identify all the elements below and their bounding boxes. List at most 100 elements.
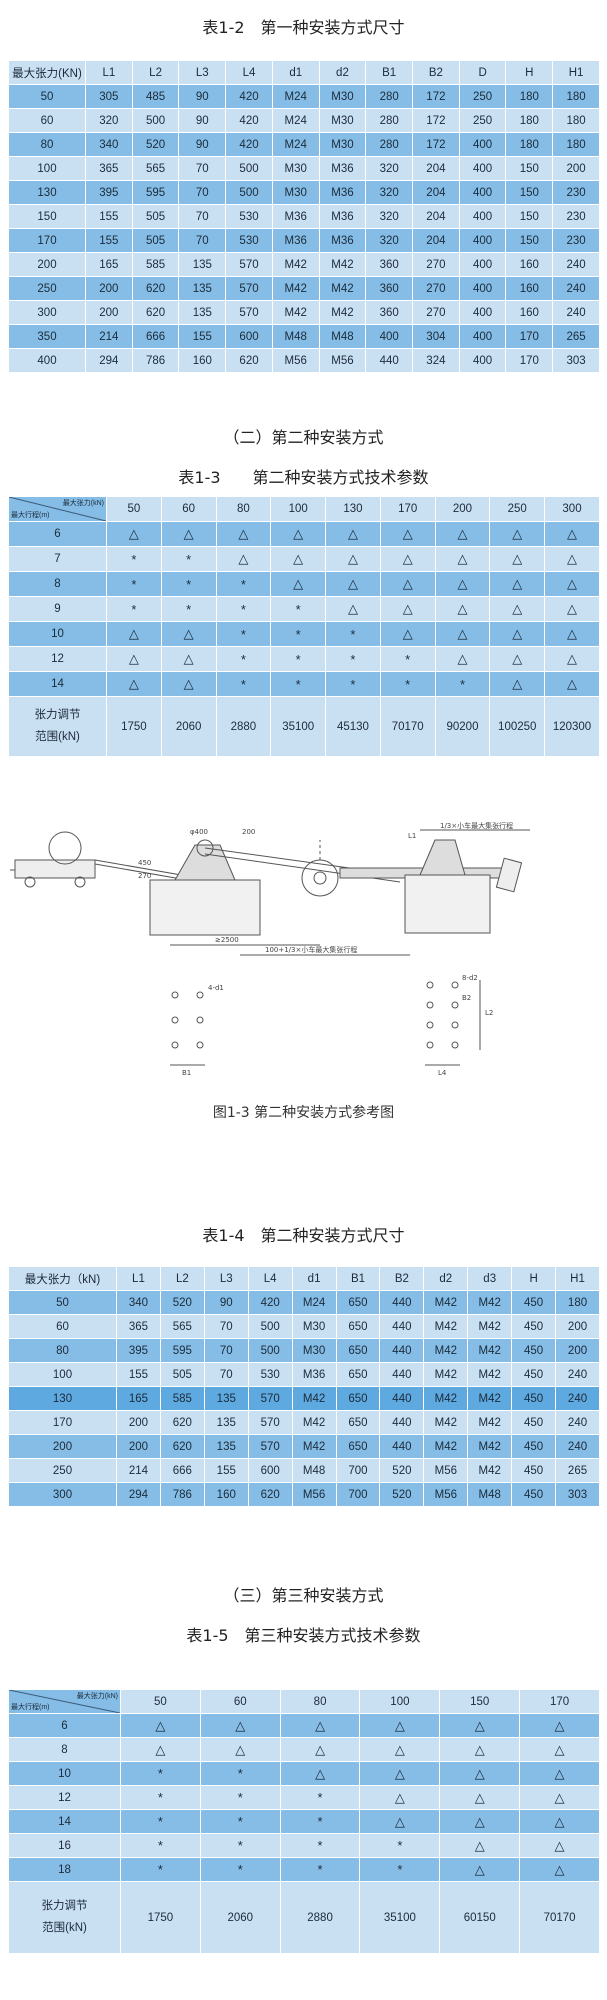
table-cell: 130 <box>8 180 86 205</box>
table-cell: 530 <box>225 228 273 253</box>
symbol-cell: △ <box>325 546 381 572</box>
table-cell: 240 <box>555 1362 600 1387</box>
header-cell: 50 <box>106 496 162 522</box>
footer-value: 35100 <box>359 1881 441 1954</box>
table-cell: M42 <box>423 1314 469 1339</box>
symbol-cell: △ <box>270 546 327 572</box>
table-cell: 520 <box>379 1458 425 1483</box>
symbol-cell: △ <box>160 521 217 547</box>
table-cell: 150 <box>505 228 554 253</box>
table-cell: 400 <box>458 276 507 301</box>
row-label: 14 <box>8 1809 121 1834</box>
corner-bottom-label: 最大行程(m) <box>11 1704 50 1711</box>
table-cell: 420 <box>225 108 273 133</box>
footer-value: 2060 <box>199 1881 281 1954</box>
row-label: 16 <box>8 1833 121 1858</box>
table-cell: 650 <box>335 1434 381 1459</box>
table-cell: 170 <box>505 324 554 349</box>
footer-value: 60150 <box>439 1881 521 1954</box>
table-cell: 400 <box>458 324 507 349</box>
header-cell: d3 <box>467 1266 513 1291</box>
header-cell: 300 <box>544 496 600 522</box>
symbol-cell: △ <box>434 646 491 672</box>
row-label: 8 <box>8 1737 121 1762</box>
table-cell: 420 <box>247 1290 293 1315</box>
table-cell: 400 <box>458 228 507 253</box>
table-cell: 620 <box>247 1482 293 1507</box>
table-cell: M36 <box>318 180 367 205</box>
table-cell: 265 <box>552 324 600 349</box>
symbol-cell: △ <box>519 1713 600 1738</box>
table-cell: 250 <box>8 276 86 301</box>
symbol-cell: △ <box>519 1809 600 1834</box>
row-label: 10 <box>8 621 107 647</box>
table-1-5-title: 表1-5 第三种安装方式技术参数 <box>186 1626 421 1645</box>
table-cell: M30 <box>291 1314 337 1339</box>
table-cell: 650 <box>335 1386 381 1411</box>
table-1-2-title: 表1-2 第一种安装方式尺寸 <box>202 18 405 37</box>
row-label: 6 <box>8 1713 121 1738</box>
table-cell: 450 <box>511 1290 557 1315</box>
table-cell: M56 <box>423 1482 469 1507</box>
table-cell: M42 <box>467 1386 513 1411</box>
table-cell: 565 <box>131 156 180 181</box>
table-cell: 100 <box>8 156 86 181</box>
symbol-cell: * <box>160 596 217 622</box>
table-cell: M56 <box>423 1458 469 1483</box>
table-cell: 365 <box>116 1314 161 1339</box>
symbol-cell: △ <box>215 521 272 547</box>
table-cell: M30 <box>318 132 367 157</box>
symbol-cell: △ <box>120 1713 201 1738</box>
table-cell: 100 <box>8 1362 117 1387</box>
header-cell: H <box>511 1266 557 1291</box>
symbol-cell: △ <box>160 646 217 672</box>
table-cell: M42 <box>318 300 367 325</box>
footer-value: 100250 <box>489 696 546 757</box>
header-cell: L3 <box>203 1266 249 1291</box>
table-cell: 440 <box>379 1434 425 1459</box>
symbol-cell: △ <box>544 521 600 547</box>
table-cell: 294 <box>116 1482 161 1507</box>
header-cell: 最大张力（kN) <box>8 1266 117 1291</box>
table-row: 8△△△△△△ <box>8 1737 600 1762</box>
table-cell: M30 <box>271 156 320 181</box>
table-cell: 160 <box>203 1482 249 1507</box>
table-row: 6△△△△△△△△△ <box>8 521 600 547</box>
table-cell: M42 <box>318 252 367 277</box>
symbol-cell: △ <box>279 1737 361 1762</box>
table-cell: 240 <box>552 252 600 277</box>
symbol-cell: * <box>270 596 327 622</box>
symbol-cell: △ <box>519 1833 600 1858</box>
footer-value: 35100 <box>270 696 327 757</box>
symbol-cell: △ <box>439 1761 521 1786</box>
row-label: 6 <box>8 521 107 547</box>
table-cell: M24 <box>271 108 320 133</box>
symbol-cell: △ <box>544 621 600 647</box>
corner-top-label: 最大张力(kN) <box>62 500 104 507</box>
table-row: 9****△△△△△ <box>8 596 600 622</box>
symbol-cell: * <box>270 621 327 647</box>
header-cell: L1 <box>85 60 133 85</box>
table-cell: 155 <box>178 324 227 349</box>
table-cell: 600 <box>247 1458 293 1483</box>
table-cell: 155 <box>85 204 133 229</box>
symbol-cell: △ <box>379 521 436 547</box>
table-cell: 90 <box>203 1290 249 1315</box>
table-cell: 204 <box>412 204 460 229</box>
symbol-cell: * <box>215 596 272 622</box>
table-cell: 500 <box>225 156 273 181</box>
symbol-cell: △ <box>544 546 600 572</box>
header-cell: 130 <box>325 496 381 522</box>
symbol-cell: * <box>160 546 217 572</box>
table-cell: 135 <box>203 1410 249 1435</box>
table-cell: 160 <box>505 276 554 301</box>
table-cell: 250 <box>458 84 507 109</box>
table-cell: 350 <box>8 324 86 349</box>
table-cell: 450 <box>511 1386 557 1411</box>
symbol-cell: △ <box>439 1809 521 1834</box>
